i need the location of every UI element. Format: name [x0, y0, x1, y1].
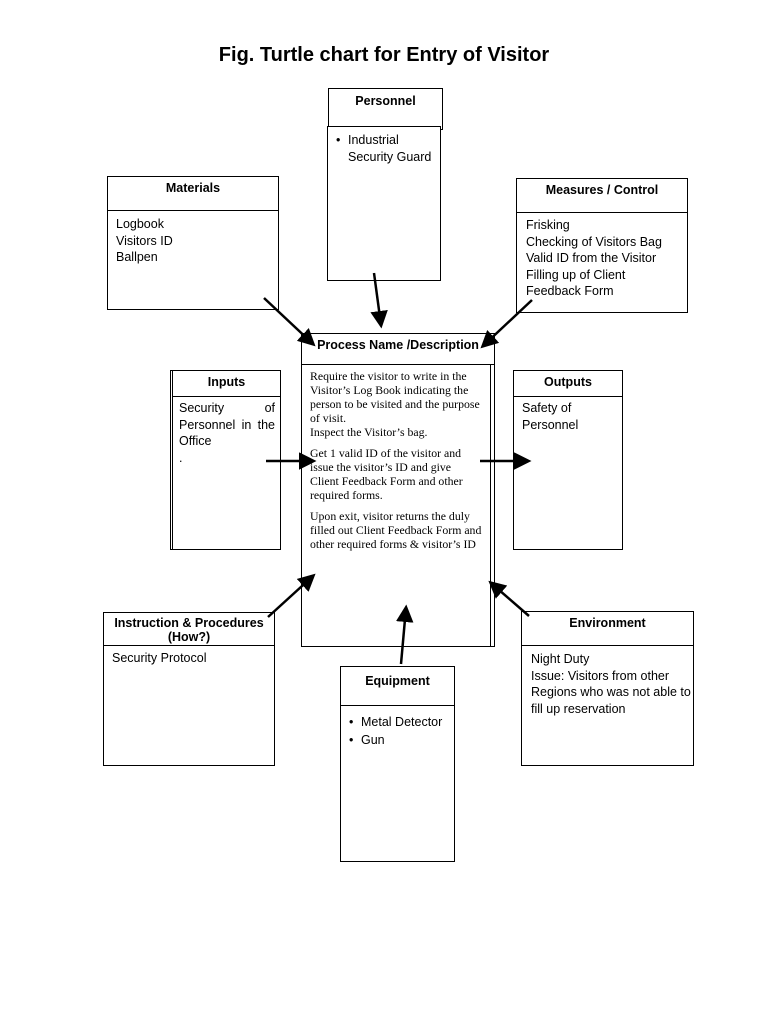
outputs-body: Safety of Personnel: [522, 400, 618, 433]
materials-header: Materials: [107, 176, 279, 211]
materials-line: Logbook: [116, 217, 164, 231]
instruction-header-line: (How?): [167, 630, 211, 644]
inputs-header-label: Inputs: [207, 375, 246, 389]
environment-body: Night Duty Issue: Visitors from other Re…: [531, 651, 691, 717]
arrow-measures: [480, 299, 533, 349]
measures-body: Frisking Checking of Visitors Bag Valid …: [526, 217, 686, 300]
process-step: Get 1 valid ID of the visitor and issue …: [310, 446, 463, 502]
materials-header-label: Materials: [165, 181, 221, 195]
environment-header: Environment: [521, 611, 694, 646]
process-header-label: Process Name /Description: [317, 338, 479, 352]
measures-line: Feedback Form: [526, 284, 614, 298]
outputs-header: Outputs: [513, 370, 623, 397]
outputs-line: Safety of: [522, 401, 572, 415]
equipment-header-label: Equipment: [365, 674, 430, 688]
instruction-header-line: Instruction & Procedures: [114, 616, 264, 630]
inputs-dot: .: [179, 450, 183, 465]
equipment-body: Metal Detector Gun: [349, 713, 449, 749]
page-title: Fig. Turtle chart for Entry of Visitor: [218, 44, 550, 66]
arrow-personnel: [370, 272, 388, 329]
personnel-item: Industrial Security Guard: [336, 132, 440, 165]
measures-line: Frisking: [526, 218, 570, 232]
arrow-environment: [488, 580, 530, 617]
equipment-item: Gun: [349, 731, 449, 749]
outputs-line: Personnel: [522, 417, 579, 432]
instruction-header: Instruction & Procedures (How?): [103, 612, 275, 646]
environment-header-label: Environment: [569, 616, 646, 630]
measures-line: Valid ID from the Visitor: [526, 251, 657, 265]
equipment-item: Metal Detector: [349, 713, 449, 731]
environment-line: Night Duty: [531, 652, 590, 666]
materials-line: Visitors ID: [116, 233, 173, 248]
process-step: Require the visitor to write in the Visi…: [310, 369, 480, 425]
equipment-box: [340, 666, 455, 862]
materials-body: Logbook Visitors ID Ballpen: [116, 216, 274, 266]
materials-box: [107, 176, 279, 310]
personnel-body: Industrial Security Guard: [336, 132, 440, 165]
process-box: [301, 333, 495, 647]
equipment-header: Equipment: [340, 666, 455, 706]
instruction-line: Security Protocol: [112, 651, 207, 665]
measures-box: [516, 178, 688, 313]
arrow-instruction: [267, 573, 316, 618]
inputs-header: Inputs: [172, 370, 281, 397]
inputs-box-left-rule: [172, 370, 173, 550]
instruction-box: [103, 612, 275, 766]
measures-line: Checking of Visitors Bag: [526, 234, 662, 249]
process-header: Process Name /Description: [301, 333, 495, 365]
materials-line: Ballpen: [116, 250, 158, 264]
inputs-text: Security of Personnel in the Office: [179, 401, 275, 448]
process-body: Require the visitor to write in the Visi…: [310, 369, 482, 551]
personnel-header-label: Personnel: [355, 94, 416, 108]
process-step: Upon exit, visitor returns the duly fill…: [310, 509, 482, 551]
process-step: Inspect the Visitor’s bag.: [310, 425, 428, 439]
inputs-body: Security of Personnel in the Office .: [179, 400, 275, 466]
measures-header-label: Measures / Control: [545, 183, 659, 197]
environment-box: [521, 611, 694, 766]
instruction-body: Security Protocol: [112, 650, 270, 667]
process-inner-rule: [490, 365, 491, 646]
arrow-equipment: [396, 604, 414, 665]
inputs-box: [170, 370, 281, 550]
outputs-header-label: Outputs: [544, 375, 592, 389]
measures-header: Measures / Control: [516, 178, 688, 213]
arrow-materials: [263, 297, 316, 347]
environment-line: Issue: Visitors from other Regions who w…: [531, 668, 691, 716]
measures-line: Filling up of Client: [526, 267, 626, 282]
